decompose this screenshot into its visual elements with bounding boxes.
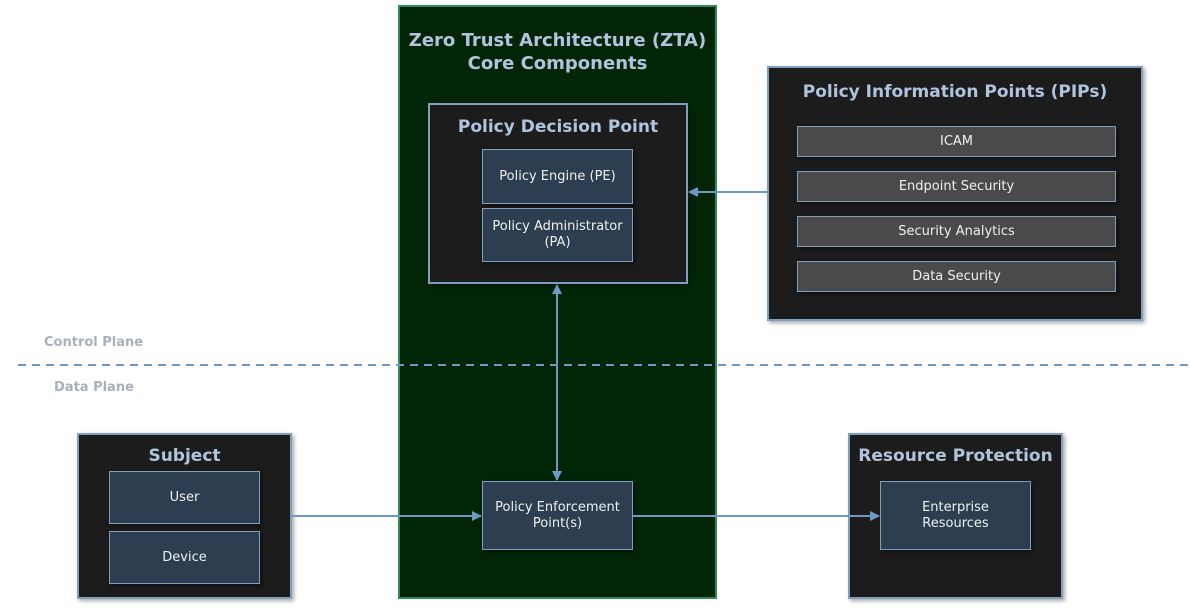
pip-icam: ICAM xyxy=(797,126,1116,157)
data-plane-label: Data Plane xyxy=(54,380,134,395)
pip-data-security: Data Security xyxy=(797,261,1116,292)
subject-user: User xyxy=(109,471,260,524)
subject-device: Device xyxy=(109,531,260,584)
pip-endpoint-security: Endpoint Security xyxy=(797,171,1116,202)
pdp-title: Policy Decision Point xyxy=(457,117,659,137)
policy-administrator: Policy Administrator(PA) xyxy=(482,208,633,262)
pips-title: Policy Information Points (PIPs) xyxy=(802,82,1108,102)
subject-title: Subject xyxy=(148,446,221,466)
zta-title: Zero Trust Architecture (ZTA)Core Compon… xyxy=(408,30,707,74)
resource-title: Resource Protection xyxy=(858,446,1053,466)
control-plane-label: Control Plane xyxy=(44,335,144,350)
pip-security-analytics: Security Analytics xyxy=(797,216,1116,247)
policy-engine: Policy Engine (PE) xyxy=(482,149,633,204)
